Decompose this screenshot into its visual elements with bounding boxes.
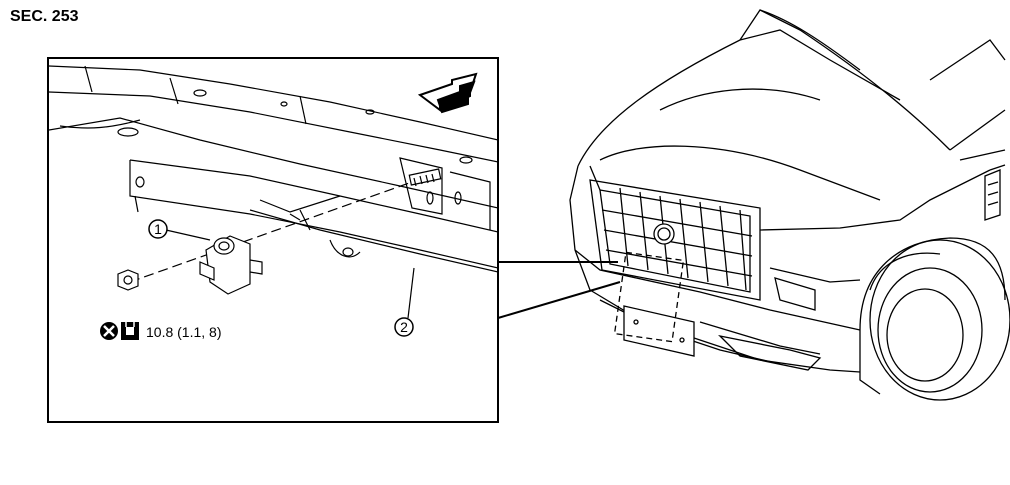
callout-1: 1 — [148, 219, 168, 239]
detail-frame — [47, 57, 499, 423]
bumper-reinforcement-detail — [49, 65, 497, 319]
callout-2-label: 2 — [400, 319, 408, 335]
section-label: SEC. 253 — [10, 8, 79, 25]
do-not-reuse-icon — [100, 322, 118, 340]
torque-value: 10.8 (1.1, 8) — [146, 324, 222, 340]
nut-torque-icon — [121, 320, 139, 340]
leader-lines — [497, 261, 621, 319]
callout-1-label: 1 — [154, 221, 162, 237]
callout-2: 2 — [394, 317, 414, 337]
vehicle-front-view — [569, 9, 1010, 401]
front-direction-arrow-icon — [417, 72, 478, 114]
